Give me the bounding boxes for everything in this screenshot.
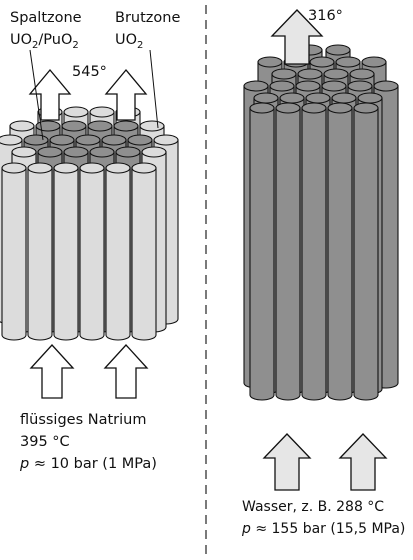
right-inlet-arrow-1 [262, 433, 312, 491]
left-inlet-arrow-2 [103, 344, 149, 399]
right-coolant-name: Wasser, z. B. 288 °C [242, 499, 384, 515]
left-coolant-name: flüssiges Natrium [20, 412, 146, 428]
right-fuel-rod-bundle [243, 44, 399, 401]
right-fuel-rod-5-4 [353, 102, 379, 401]
left-outlet-temperature: 545° [72, 64, 107, 80]
left-outlet-arrow-1 [28, 68, 72, 121]
breeding-zone-fuel-label: UO2 [115, 32, 143, 51]
right-inlet-arrow-2 [338, 433, 388, 491]
left-core: Spaltzone UO2/PuO2 Brutzone UO2 545° flü… [0, 10, 180, 472]
right-fuel-rod-5-3 [327, 102, 353, 401]
left-outlet-arrow-2 [104, 68, 148, 121]
left-inlet-arrow-1 [29, 344, 75, 399]
right-outlet-arrow [270, 9, 324, 65]
left-fuel-rod-4-1 [27, 162, 53, 341]
left-fuel-rod-4-5 [131, 162, 157, 341]
left-coolant-pressure: p ≈ 10 bar (1 MPa) [19, 456, 157, 472]
left-inlet-temperature: 395 °C [20, 434, 70, 450]
fissile-zone-leader-line [29, 49, 44, 141]
right-outlet-temperature: 316° [308, 8, 343, 24]
right-fuel-rod-5-1 [275, 102, 301, 401]
breeding-zone-leader-line [149, 49, 159, 129]
left-fuel-rod-4-2 [53, 162, 79, 341]
left-fuel-rod-4-3 [79, 162, 105, 341]
left-fuel-rod-bundle [0, 106, 179, 341]
right-coolant-pressure: p ≈ 155 bar (15,5 MPa) [241, 521, 405, 537]
fissile-zone-label: Spaltzone [10, 10, 82, 26]
left-fuel-rod-4-0 [1, 162, 27, 341]
right-fuel-rod-5-2 [301, 102, 327, 401]
left-fuel-rod-4-4 [105, 162, 131, 341]
fissile-zone-fuel-label: UO2/PuO2 [10, 32, 79, 51]
right-core: 316° Wasser, z. B. 288 °C p ≈ 155 bar (1… [241, 8, 405, 537]
breeding-zone-label: Brutzone [115, 10, 180, 26]
right-fuel-rod-5-0 [249, 102, 275, 401]
